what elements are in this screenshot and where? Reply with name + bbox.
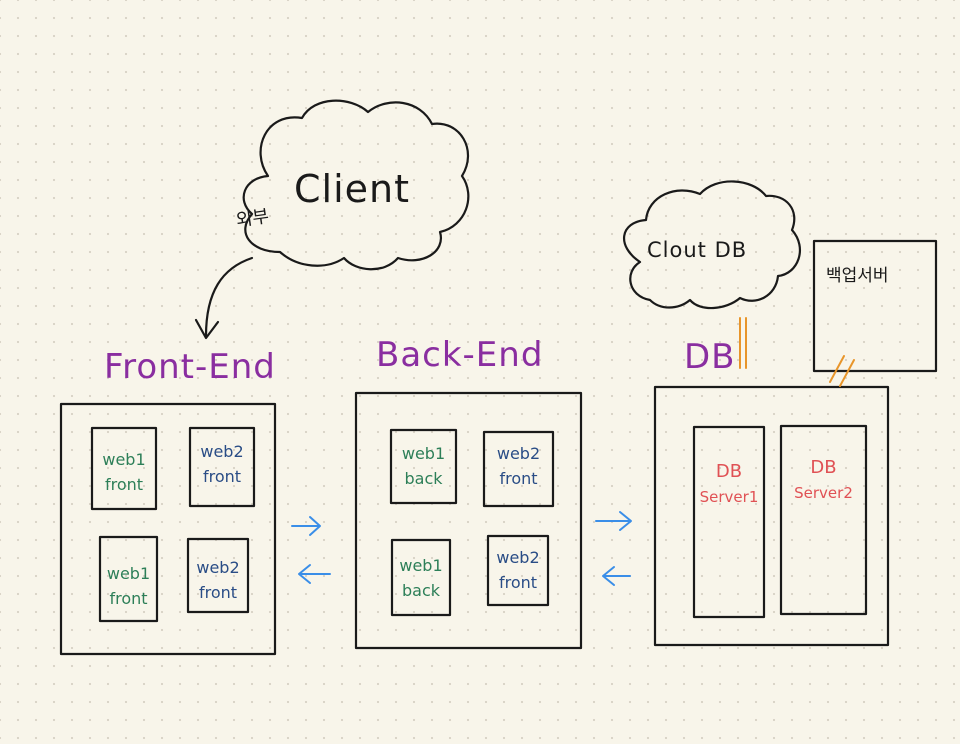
client-to-frontend-arrow xyxy=(204,256,254,338)
frontend-server-box xyxy=(186,537,250,614)
server-name: DB xyxy=(715,461,743,482)
server-label: web1 back xyxy=(391,442,456,492)
backup-sync-mark xyxy=(839,359,855,387)
server-role: front xyxy=(104,474,144,494)
backend-server-box xyxy=(482,430,555,508)
server-name: web2 xyxy=(196,558,240,577)
db-title: DB xyxy=(684,337,736,377)
server-label: web2 front xyxy=(190,440,254,490)
client-to-frontend-arrowhead xyxy=(194,318,220,340)
backend-server-box xyxy=(390,538,452,617)
server-name: web2 xyxy=(496,548,540,567)
frontend-server-box xyxy=(98,535,159,623)
server-role: Server2 xyxy=(794,483,853,502)
server-name: web1 xyxy=(401,444,446,463)
server-label: DB Server2 xyxy=(781,454,866,505)
server-name: web2 xyxy=(200,442,244,461)
backup-server-label: 백업서버 xyxy=(826,266,889,286)
server-role: front xyxy=(498,572,538,592)
client-label: Client xyxy=(294,167,411,211)
cloud-db-cloud xyxy=(622,180,802,310)
server-label: web2 front xyxy=(488,546,548,596)
backup-sync-mark xyxy=(829,355,845,383)
backup-server-box xyxy=(812,239,938,373)
backend-server-box xyxy=(486,534,550,607)
frontend-title: Front-End xyxy=(104,347,276,387)
backend-tier-box xyxy=(354,391,583,650)
frontend-tier-box xyxy=(59,402,277,656)
server-name: web1 xyxy=(399,556,443,575)
server-role: Server1 xyxy=(699,487,759,506)
backend-server-box xyxy=(389,428,458,505)
server-role: front xyxy=(499,468,538,488)
server-role: front xyxy=(202,466,242,486)
server-name: web2 xyxy=(496,444,541,463)
db-to-backend-arrow xyxy=(602,566,631,586)
db-server-box xyxy=(692,425,766,619)
frontend-server-box xyxy=(90,426,158,511)
server-name: web1 xyxy=(102,450,146,469)
server-label: web1 front xyxy=(92,448,156,498)
server-label: web1 back xyxy=(392,554,450,604)
backend-to-db-arrow xyxy=(595,511,632,531)
server-role: front xyxy=(198,582,238,602)
server-label: web2 front xyxy=(484,442,553,492)
db-server-box xyxy=(779,424,868,616)
cloud-db-label: Clout DB xyxy=(647,238,748,262)
server-name: web1 xyxy=(106,564,151,583)
server-role: front xyxy=(109,588,148,608)
db-tier-box xyxy=(653,385,890,647)
frontend-to-backend-arrow xyxy=(291,516,321,536)
server-role: back xyxy=(404,468,443,488)
client-cloud xyxy=(242,99,470,271)
frontend-server-box xyxy=(188,426,256,508)
backend-to-frontend-arrow xyxy=(298,564,331,584)
server-label: DB Server1 xyxy=(694,458,764,509)
server-role: back xyxy=(401,580,441,600)
server-name: DB xyxy=(810,457,837,478)
server-label: web2 front xyxy=(188,556,248,606)
external-label: 외부 xyxy=(234,205,271,232)
server-label: web1 front xyxy=(100,562,157,612)
backend-title: Back-End xyxy=(376,335,544,375)
